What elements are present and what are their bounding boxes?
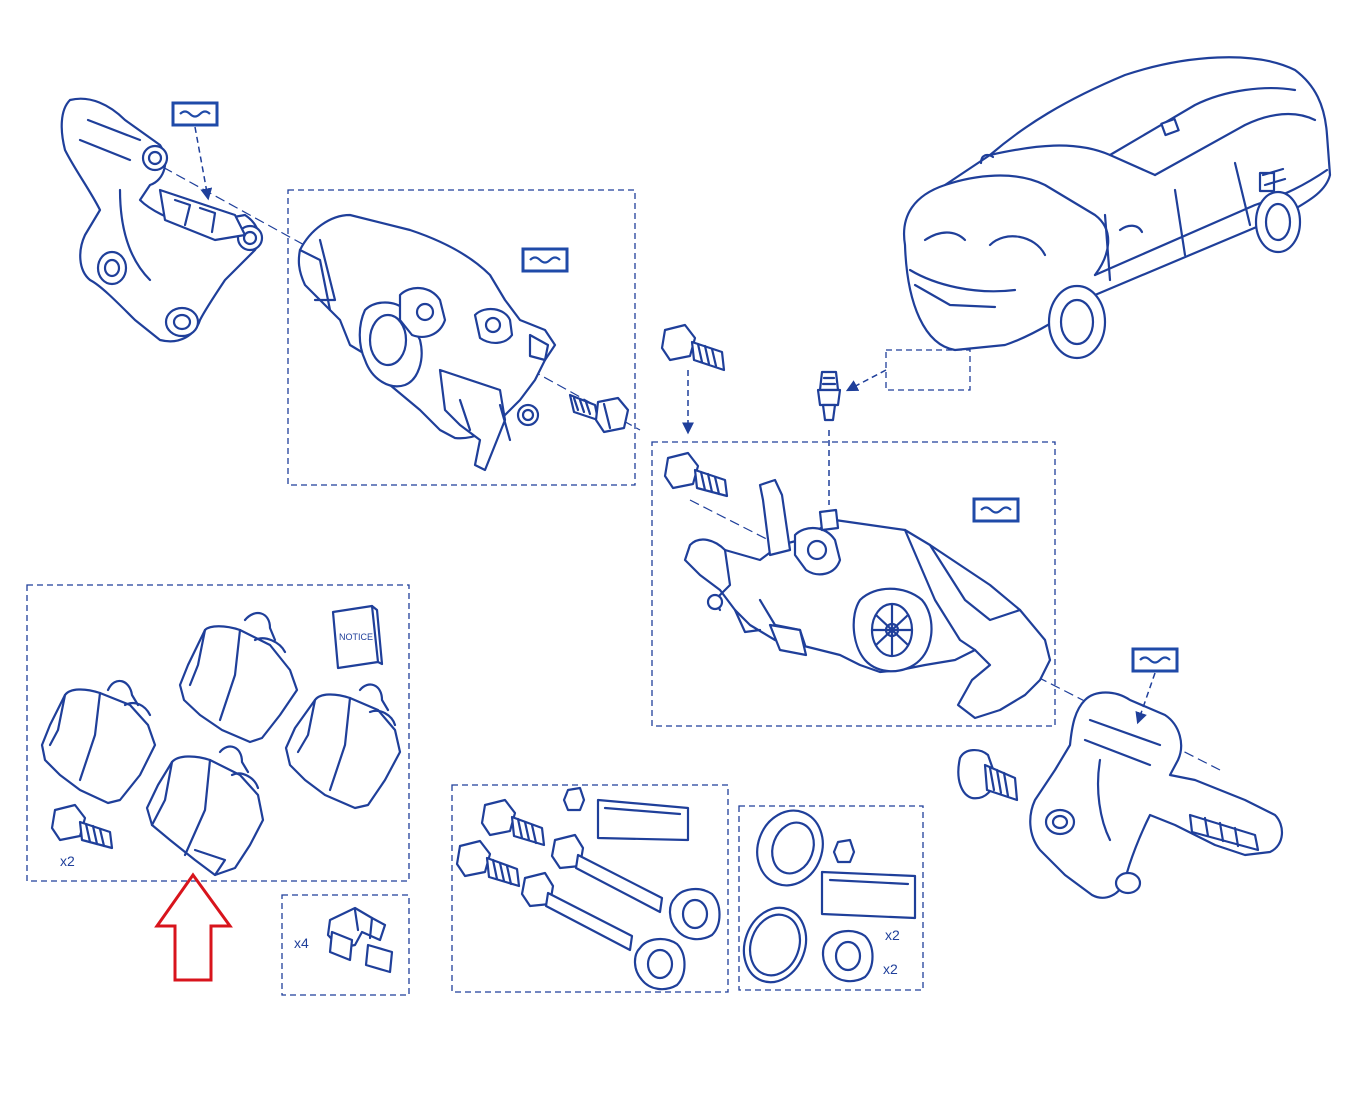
- brake-pad-3: [284, 683, 402, 810]
- reference-tag-icon: [521, 247, 569, 273]
- caliper-bolt-lower: [663, 451, 729, 498]
- brake-pad-4-highlighted: [145, 745, 265, 877]
- caliper-bolt-upper: [660, 323, 726, 372]
- notice-label: NOTICE: [339, 632, 373, 642]
- bleed-screw-ref-frame: [885, 349, 971, 391]
- guide-pin-boot: [957, 749, 1019, 802]
- caliper-bracket-left: [60, 97, 264, 343]
- brake-caliper-electric-right: [683, 478, 1052, 720]
- caliper-assembly-left-frame: [287, 189, 636, 486]
- piston-seal-kit-frame: [738, 805, 924, 991]
- reference-tag-icon: [171, 101, 219, 127]
- caliper-bracket-right: [1029, 691, 1283, 899]
- seal-qty: x2: [885, 927, 900, 943]
- pad-retaining-clip: [326, 906, 394, 974]
- caliper-assembly-right-frame: [651, 441, 1056, 727]
- pad-bolt-qty: x2: [60, 853, 75, 869]
- dust-boot-qty: x2: [883, 961, 898, 977]
- caliper-mounting-bolt: [568, 393, 630, 434]
- vehicle-icon: [902, 56, 1332, 360]
- bleed-screw: [816, 370, 842, 422]
- guide-pin-kit-frame: [451, 784, 729, 993]
- pad-clip-qty: x4: [294, 935, 309, 951]
- guide-pin-kit: [455, 786, 721, 991]
- highlight-arrow-up: [154, 872, 233, 982]
- reference-tag-icon: [1131, 647, 1179, 673]
- brake-pad-2: [178, 611, 299, 744]
- pad-clip-kit-frame: [281, 894, 410, 996]
- brake-pad-1: [40, 679, 157, 805]
- notice-booklet: NOTICE: [331, 604, 384, 670]
- piston-seal-kit: [742, 809, 917, 984]
- brake-pad-kit-frame: [26, 584, 410, 882]
- brake-caliper-electric-left: [297, 213, 557, 472]
- reference-tag-icon: [972, 497, 1020, 523]
- pad-bolt: [50, 803, 114, 850]
